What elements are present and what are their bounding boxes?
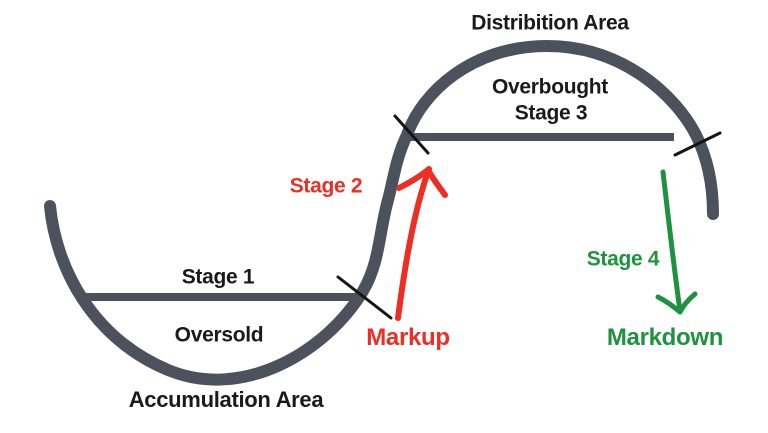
markup-label: Markup <box>366 324 450 351</box>
markup-arrow-icon <box>395 166 448 321</box>
stage3-label: Stage 3 <box>514 101 588 125</box>
markdown-arrow-barb-right <box>677 291 698 315</box>
markdown-arrow-shaft <box>660 169 683 314</box>
markup-arrow-shaft <box>395 166 432 321</box>
stage1-label: Stage 1 <box>181 265 255 289</box>
markdown-arrow-icon <box>655 169 698 315</box>
stage4-label: Stage 4 <box>586 247 660 271</box>
stage3-entry-tick <box>393 114 430 155</box>
market-cycle-curve <box>44 39 719 386</box>
accumulation-area-label: Accumulation Area <box>128 387 324 412</box>
stage2-label: Stage 2 <box>289 174 363 198</box>
markdown-label: Markdown <box>606 324 724 351</box>
distribution-area-label: Distribition Area <box>471 11 629 35</box>
markup-arrow-barb-right <box>425 167 448 198</box>
stage1-breakout-tick <box>336 275 393 320</box>
oversold-label: Oversold <box>174 323 264 347</box>
stage3-breakdown-tick <box>673 131 722 157</box>
overbought-label: Overbought <box>492 75 608 99</box>
